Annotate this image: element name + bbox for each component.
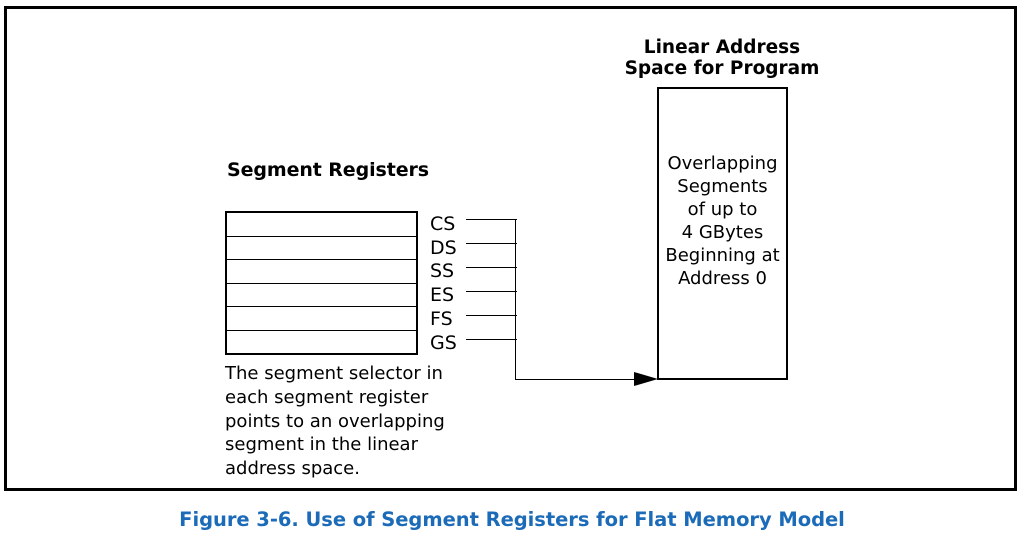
register-row: [227, 331, 416, 354]
leader-line-ss: [466, 267, 517, 268]
register-row: [227, 213, 416, 237]
segment-selector-label-cs: CS: [430, 213, 456, 235]
figure-border: [4, 6, 1017, 491]
segment-selector-label-gs: GS: [430, 332, 457, 354]
segment-registers-heading: Segment Registers: [227, 159, 429, 181]
segment-selector-label-ss: SS: [430, 260, 455, 282]
segment-register-table: [225, 211, 418, 355]
linear-address-space-heading: Linear Address Space for Program: [624, 37, 820, 79]
selector-bus-horizontal-line: [515, 379, 643, 380]
linear-address-space-box: [657, 87, 788, 380]
register-row: [227, 284, 416, 307]
segment-selector-description: The segment selector in each segment reg…: [225, 363, 445, 479]
segment-selector-label-es: ES: [430, 284, 455, 306]
leader-line-es: [466, 291, 517, 292]
register-row: [227, 307, 416, 331]
leader-line-ds: [466, 243, 517, 244]
leader-line-gs: [466, 339, 517, 340]
register-row: [227, 237, 416, 260]
segment-selector-label-fs: FS: [430, 308, 453, 330]
register-row: [227, 260, 416, 284]
leader-line-fs: [466, 315, 517, 316]
segment-selector-label-ds: DS: [430, 237, 457, 259]
figure-caption: Figure 3-6. Use of Segment Registers for…: [179, 508, 845, 531]
selector-bus-vertical-line: [515, 219, 516, 380]
linear-address-space-body-text: Overlapping Segments of up to 4 GBytes B…: [665, 153, 780, 290]
arrow-right-icon: [634, 372, 658, 386]
leader-line-cs: [466, 219, 517, 220]
